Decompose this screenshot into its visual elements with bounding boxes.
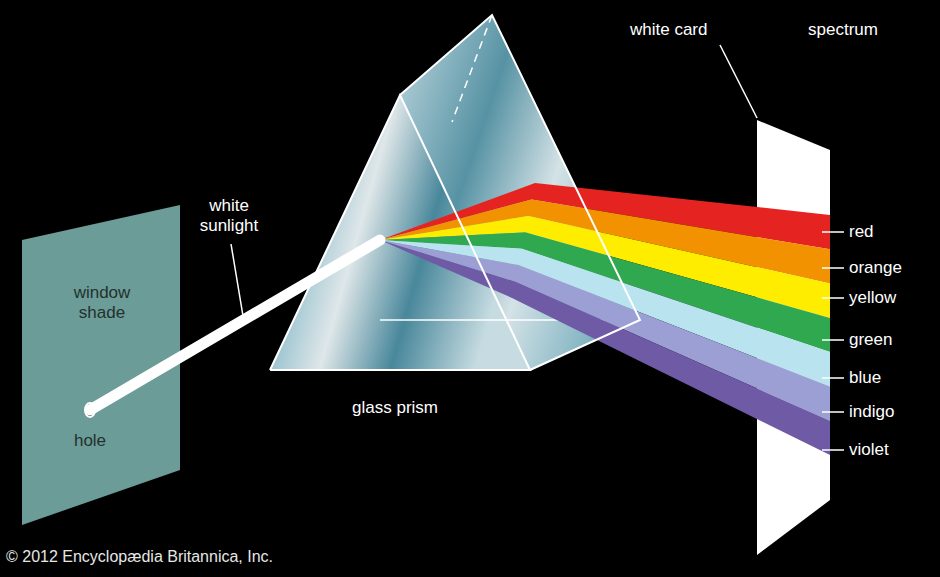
- leader-line: [720, 45, 757, 118]
- shade-outline: [22, 205, 182, 525]
- tick: [822, 297, 844, 299]
- shade-panel: [22, 205, 180, 525]
- window-shade: window shade hole: [22, 205, 182, 525]
- tick: [822, 231, 844, 233]
- tick: [822, 377, 844, 379]
- part-label: white card: [630, 20, 734, 40]
- part-label: spectrum: [808, 20, 908, 40]
- node-text: hole: [48, 431, 132, 451]
- copyright-note: © 2012 Encyclopædia Britannica, Inc.: [6, 548, 406, 566]
- color-label: violet: [849, 440, 935, 460]
- prism-hidden-edge: [452, 15, 492, 122]
- node-text: window shade: [57, 283, 147, 322]
- color-label: red: [849, 222, 935, 242]
- tick: [822, 339, 844, 341]
- color-label: indigo: [849, 402, 935, 422]
- spectrum-band: [380, 240, 830, 455]
- color-label: green: [849, 330, 935, 350]
- tick: [822, 411, 844, 413]
- hole-symbol: [85, 403, 95, 417]
- tick: [822, 267, 844, 269]
- sunlight-beam: [90, 240, 380, 410]
- spectrum-ticks: [822, 232, 844, 450]
- leader-line: [231, 244, 243, 316]
- prism-edge: [400, 15, 640, 370]
- part-label: glass prism: [330, 398, 460, 418]
- prism-edge: [270, 95, 530, 370]
- color-label: blue: [849, 368, 935, 388]
- tick: [822, 449, 844, 451]
- color-label: yellow: [849, 288, 935, 308]
- beam-label: white sunlight: [190, 196, 268, 235]
- prism-edges: [270, 15, 640, 370]
- color-label: orange: [849, 258, 935, 278]
